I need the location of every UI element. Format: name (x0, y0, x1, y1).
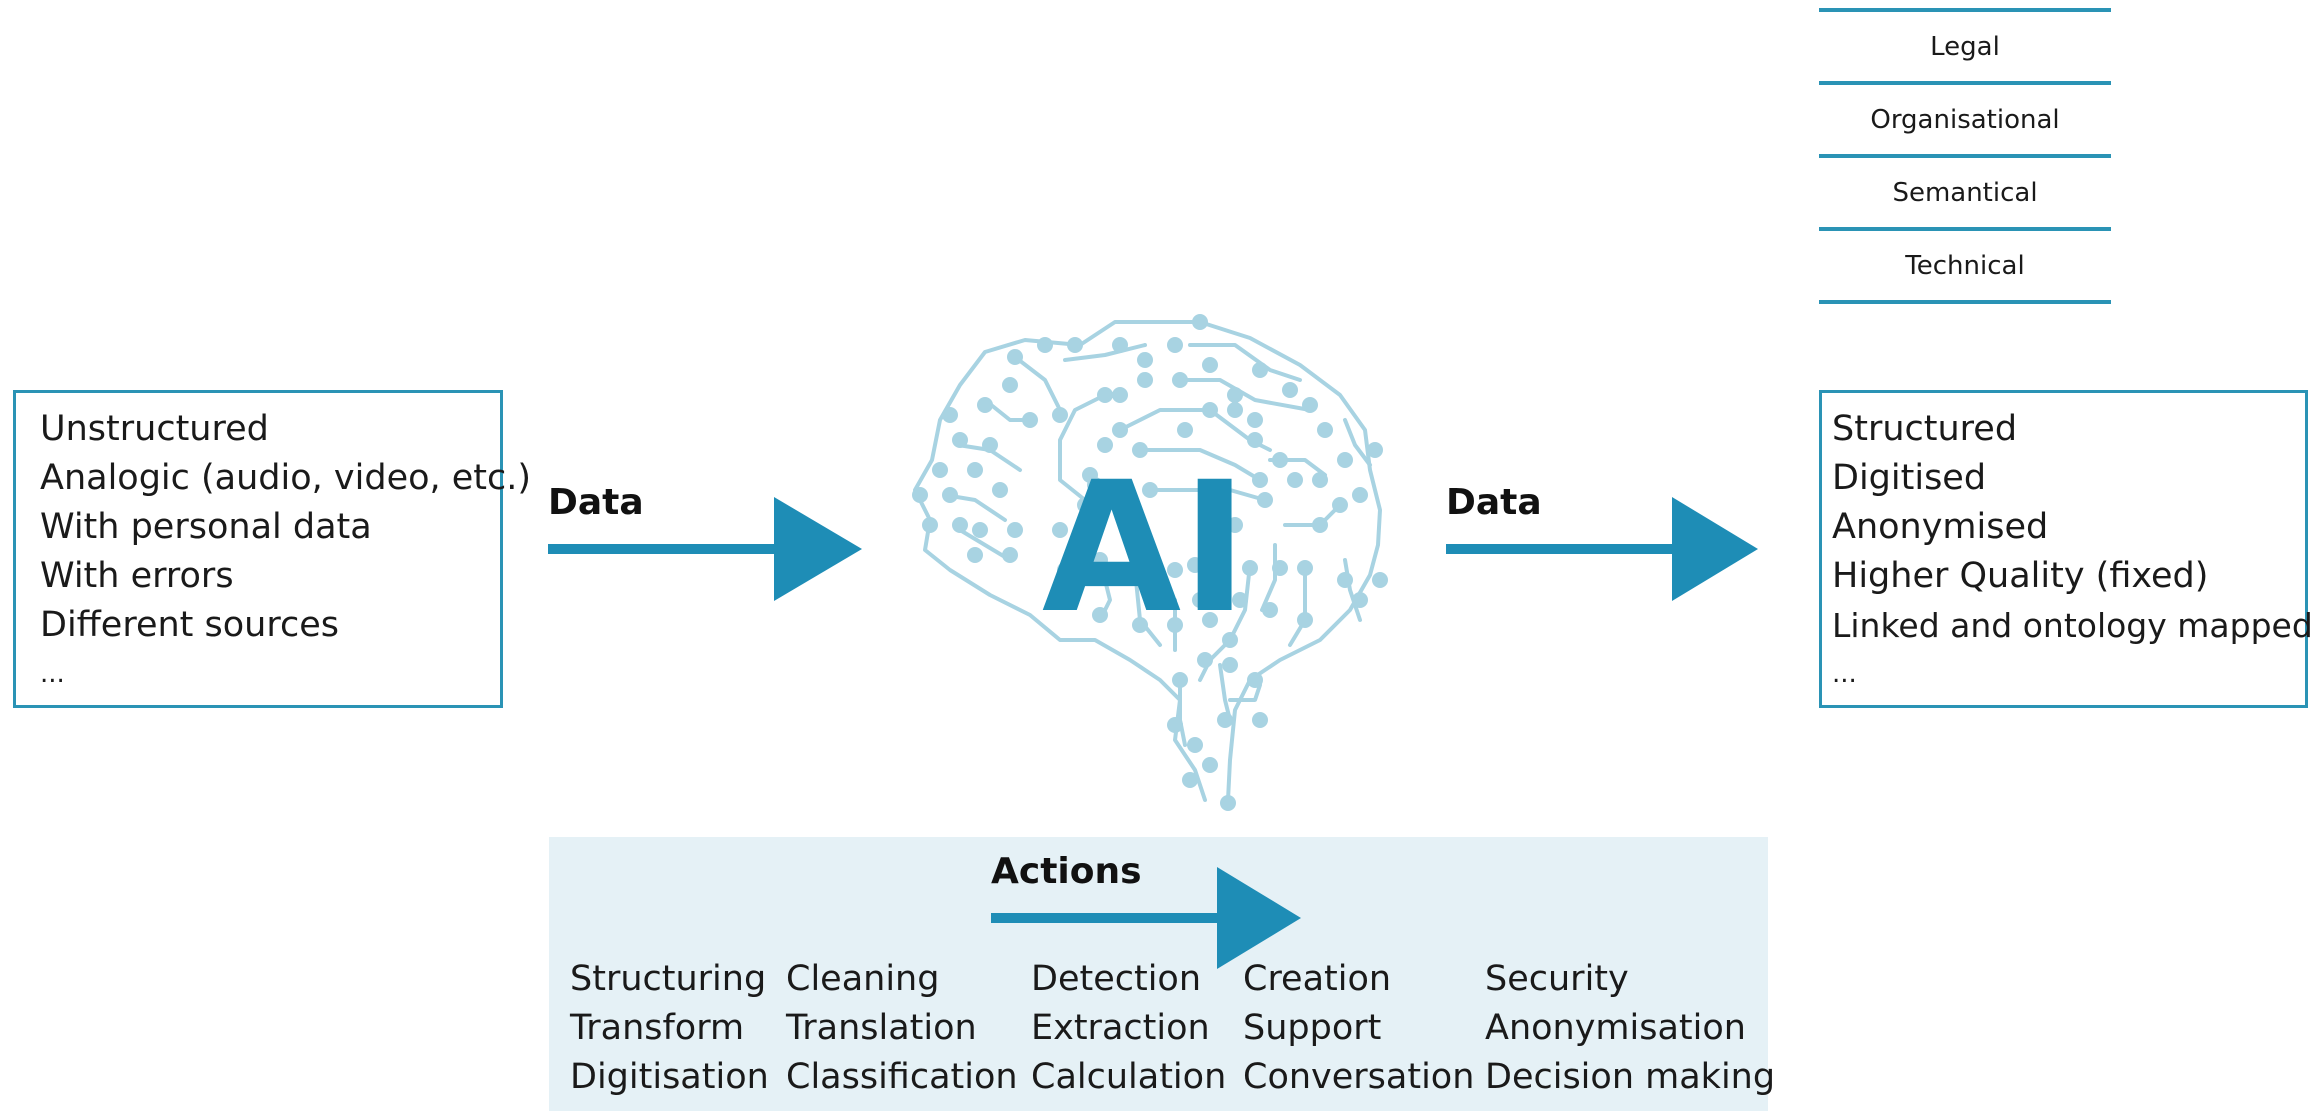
layer-technical: Technical (1819, 227, 2111, 304)
actions-arrow (991, 867, 1301, 969)
output-item-anonymised: Anonymised (1832, 507, 2049, 547)
input-data-list: Unstructured Analogic (audio, video, etc… (40, 405, 531, 699)
action-anonymisation: Anonymisation (1485, 1008, 1746, 1048)
action-decision-making: Decision making (1485, 1057, 1776, 1097)
actions-column-3: Detection Extraction Calculation (1031, 955, 1226, 1102)
input-item-analogic: Analogic (audio, video, etc.) (40, 458, 532, 498)
action-translation: Translation (786, 1008, 977, 1048)
action-classification: Classification (786, 1057, 1018, 1097)
ai-label: AI (1042, 444, 1248, 653)
output-data-box: Structured Digitised Anonymised Higher Q… (1819, 390, 2313, 708)
output-item-higher-quality: Higher Quality (fixed) (1832, 556, 2209, 596)
action-calculation: Calculation (1031, 1057, 1227, 1097)
input-item-sources: Different sources (40, 605, 339, 645)
output-item-structured: Structured (1832, 409, 2018, 449)
action-detection: Detection (1031, 959, 1202, 999)
action-digitisation: Digitisation (570, 1057, 769, 1097)
action-extraction: Extraction (1031, 1008, 1210, 1048)
action-transform: Transform (570, 1008, 745, 1048)
output-data-list: Structured Digitised Anonymised Higher Q… (1832, 405, 2313, 699)
actions-column-4: Creation Support Conversation (1243, 955, 1474, 1102)
actions-column-2: Cleaning Translation Classification (786, 955, 1018, 1102)
actions-column-1: Structuring Transform Digitisation (570, 955, 769, 1102)
layer-semantical: Semantical (1819, 154, 2111, 227)
input-data-box: Unstructured Analogic (audio, video, etc… (13, 390, 531, 708)
interoperability-layers: Legal Organisational Semantical Technica… (1819, 8, 2111, 304)
action-support: Support (1243, 1008, 1382, 1048)
input-item-unstructured: Unstructured (40, 409, 269, 449)
flow-label-data-left: Data (548, 482, 644, 523)
output-item-ellipsis: ... (1832, 659, 1857, 689)
actions-label: Actions (991, 851, 1142, 892)
flow-label-data-right: Data (1446, 482, 1542, 523)
actions-column-5: Security Anonymisation Decision making (1485, 955, 1775, 1102)
actions-panel: Actions Structuring Transform Digitisati… (549, 837, 1775, 1111)
action-structuring: Structuring (570, 959, 767, 999)
input-item-personal-data: With personal data (40, 507, 372, 547)
input-item-ellipsis: ... (40, 659, 65, 689)
input-item-errors: With errors (40, 556, 234, 596)
action-cleaning: Cleaning (786, 959, 940, 999)
layer-organisational: Organisational (1819, 81, 2111, 154)
action-security: Security (1485, 959, 1629, 999)
action-conversation: Conversation (1243, 1057, 1475, 1097)
output-item-linked: Linked and ontology mapped (1832, 606, 2313, 645)
action-creation: Creation (1243, 959, 1392, 999)
output-item-digitised: Digitised (1832, 458, 1987, 498)
layer-legal: Legal (1819, 8, 2111, 81)
